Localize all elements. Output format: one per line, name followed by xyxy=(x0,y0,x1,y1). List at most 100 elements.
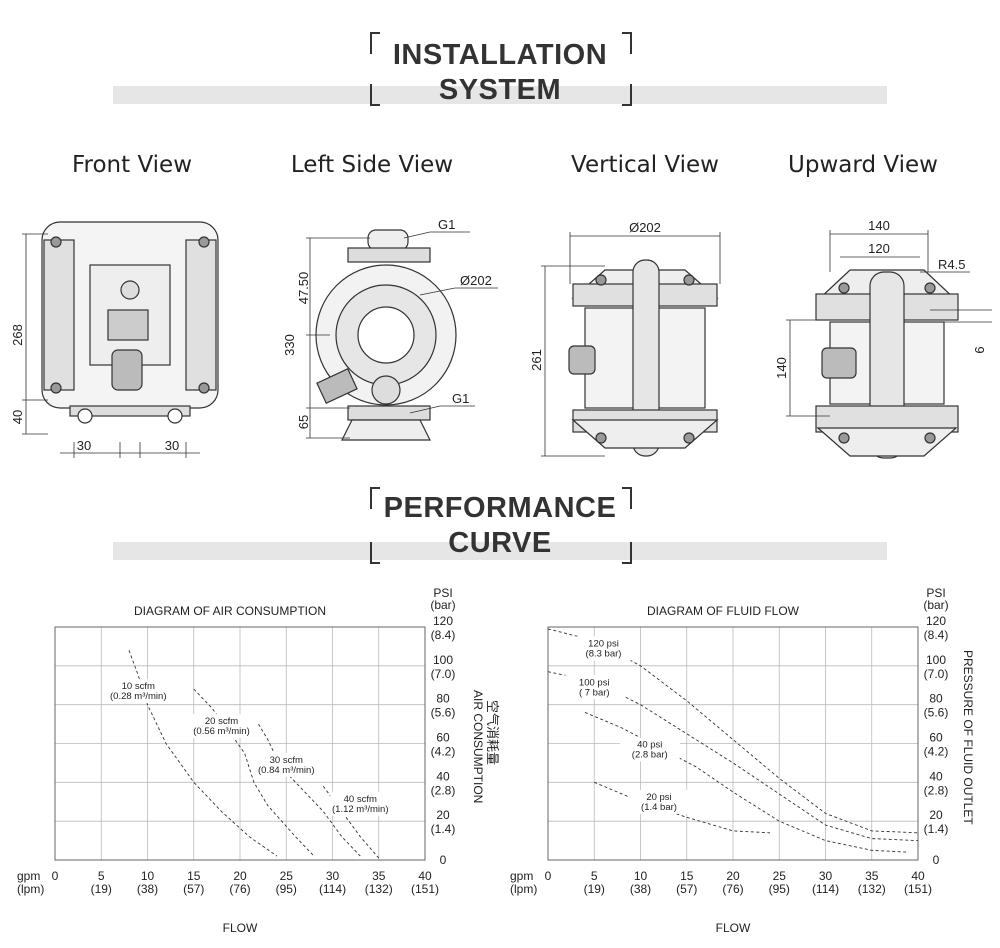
vertical-view-drawing: Ø202 261 xyxy=(529,220,721,457)
fluid-x-tick-label: 0 xyxy=(545,869,552,883)
air-x-tick-label: 35 xyxy=(372,869,386,883)
vertical-view-title: Vertical View xyxy=(571,152,719,178)
fluid-right-label-en: PRESSURE OF FLUID OUTLET xyxy=(961,650,975,825)
air-x-axis-label: FLOW xyxy=(223,921,258,935)
installation-title-line1: INSTALLATION xyxy=(392,39,608,71)
left-side-view-drawing: 47.50 330 65 G1 Ø202 G1 xyxy=(282,217,498,441)
fluid-series-label-line2: (8.3 bar) xyxy=(586,648,622,659)
left-dim-diameter: Ø202 xyxy=(460,273,492,288)
fluid-x-tick-lpm: (19) xyxy=(584,882,605,896)
installation-title-line2: SYSTEM xyxy=(438,74,562,106)
air-right-label-en: AIR CONSUMPTION xyxy=(471,690,485,803)
air-x-unit-lpm: (lpm) xyxy=(17,882,44,896)
fluid-y-tick-bar: (7.0) xyxy=(924,667,949,681)
air-x-tick-lpm: (38) xyxy=(137,882,158,896)
fluid-x-tick-label: 10 xyxy=(634,869,648,883)
air-y-tick-label: 60 xyxy=(436,731,450,745)
air-x-tick-label: 20 xyxy=(233,869,247,883)
fluid-series-label-line1: 100 psi xyxy=(579,677,610,688)
fluid-series-label-2: 100 psi( 7 bar) xyxy=(564,675,625,700)
performance-title-line1: PERFORMANCE xyxy=(383,492,617,524)
air-x-tick-label: 15 xyxy=(187,869,201,883)
air-series-label-line1: 30 scfm xyxy=(270,755,303,766)
left-dim-top: 47.50 xyxy=(296,272,311,305)
fluid-series-label-line2: (1.4 bar) xyxy=(641,802,677,813)
air-series-label-line2: (0.56 m³/min) xyxy=(193,726,249,737)
air-x-tick-lpm: (19) xyxy=(91,882,112,896)
fluid-x-tick-lpm: (38) xyxy=(630,882,651,896)
fluid-x-tick-label: 15 xyxy=(680,869,694,883)
left-side-muffler xyxy=(316,368,358,404)
air-series-label-1: 10 scfm(0.28 m³/min) xyxy=(108,679,169,704)
air-series-label-3: 30 scfm(0.84 m³/min) xyxy=(256,752,317,777)
air-series-label-line2: (0.28 m³/min) xyxy=(110,691,166,702)
fluid-y-tick-bar: (1.4) xyxy=(924,822,949,836)
fluid-series-label-bg xyxy=(564,675,625,700)
air-series-label-bg xyxy=(330,791,391,816)
left-dim-bottom: 65 xyxy=(296,415,311,429)
upward-dim-height: 140 xyxy=(774,357,789,379)
air-x-tick-lpm: (57) xyxy=(183,882,204,896)
upward-view-drawing: 140 120 R4.5 140 9 xyxy=(774,218,992,459)
air-x-tick-lpm: (151) xyxy=(411,882,439,896)
front-muffler xyxy=(111,349,143,391)
upward-dim-side: 9 xyxy=(972,346,987,353)
left-side-view-title: Left Side View xyxy=(290,152,454,178)
air-x-tick-label: 5 xyxy=(98,869,105,883)
fluid-y-tick-bar: (8.4) xyxy=(924,628,949,642)
fluid-y-tick-bar: (2.8) xyxy=(924,783,949,797)
fluid-series-label-line1: 40 psi xyxy=(637,739,662,750)
air-series-label-line2: (1.12 m³/min) xyxy=(332,804,388,815)
left-dim-g1-top: G1 xyxy=(438,217,455,232)
air-right-label-cn: 空气消耗量 xyxy=(485,700,500,765)
left-dim-total: 330 xyxy=(282,334,297,356)
air-x-tick-lpm: (114) xyxy=(319,882,346,896)
air-series-line-4 xyxy=(322,785,380,859)
upward-muffler xyxy=(821,347,857,379)
performance-header-bar xyxy=(113,542,887,560)
air-series-label-line2: (0.84 m³/min) xyxy=(258,765,314,776)
upward-dim-outer: 140 xyxy=(868,218,890,233)
vertical-muffler xyxy=(568,345,596,375)
air-y-tick-bar: (4.2) xyxy=(431,745,456,759)
fluid-title: DIAGRAM OF FLUID FLOW xyxy=(647,604,800,618)
air-x-tick-lpm: (76) xyxy=(229,882,250,896)
air-x-tick-label: 25 xyxy=(280,869,294,883)
front-right-chamber xyxy=(185,239,217,391)
bracket-top-right xyxy=(622,32,632,54)
fluid-x-tick-lpm: (114) xyxy=(812,882,839,896)
fluid-x-tick-lpm: (95) xyxy=(769,882,790,896)
air-y-unit-bar: (bar) xyxy=(430,598,455,612)
fluid-x-tick-label: 40 xyxy=(911,869,925,883)
upward-dim-inner: 120 xyxy=(868,241,890,256)
fluid-x-tick-label: 35 xyxy=(865,869,879,883)
fluid-x-tick-label: 20 xyxy=(726,869,740,883)
air-series-label-line1: 10 scfm xyxy=(122,681,155,692)
fluid-series-label-bg xyxy=(573,636,634,661)
bracket-bottom-left xyxy=(370,84,380,106)
fluid-y-tick-label: 100 xyxy=(926,653,946,667)
air-x-tick-label: 0 xyxy=(52,869,59,883)
fluid-x-tick-lpm: (132) xyxy=(858,882,886,896)
air-title: DIAGRAM OF AIR CONSUMPTION xyxy=(134,604,326,618)
air-x-tick-label: 30 xyxy=(326,869,340,883)
fluid-series-label-line2: (2.8 bar) xyxy=(632,749,668,760)
bracket-top-left xyxy=(370,32,380,54)
fluid-x-tick-label: 5 xyxy=(591,869,598,883)
air-y-tick-bar: (7.0) xyxy=(431,667,456,681)
fluid-series-label-1: 120 psi(8.3 bar) xyxy=(573,636,634,661)
front-dim-height: 268 xyxy=(10,324,25,346)
fluid-x-tick-label: 30 xyxy=(819,869,833,883)
front-dim-right: 30 xyxy=(165,438,179,453)
fluid-y-tick-label: 60 xyxy=(929,731,943,745)
perf-bracket-bottom-right xyxy=(622,542,632,564)
fluid-series-line-3 xyxy=(584,711,909,853)
front-dim-left: 30 xyxy=(77,438,91,453)
air-series-label-bg xyxy=(256,752,317,777)
front-left-chamber xyxy=(43,239,75,391)
air-x-tick-lpm: (95) xyxy=(276,882,297,896)
air-y-tick-label: 0 xyxy=(440,853,447,867)
fluid-x-tick-label: 25 xyxy=(773,869,787,883)
